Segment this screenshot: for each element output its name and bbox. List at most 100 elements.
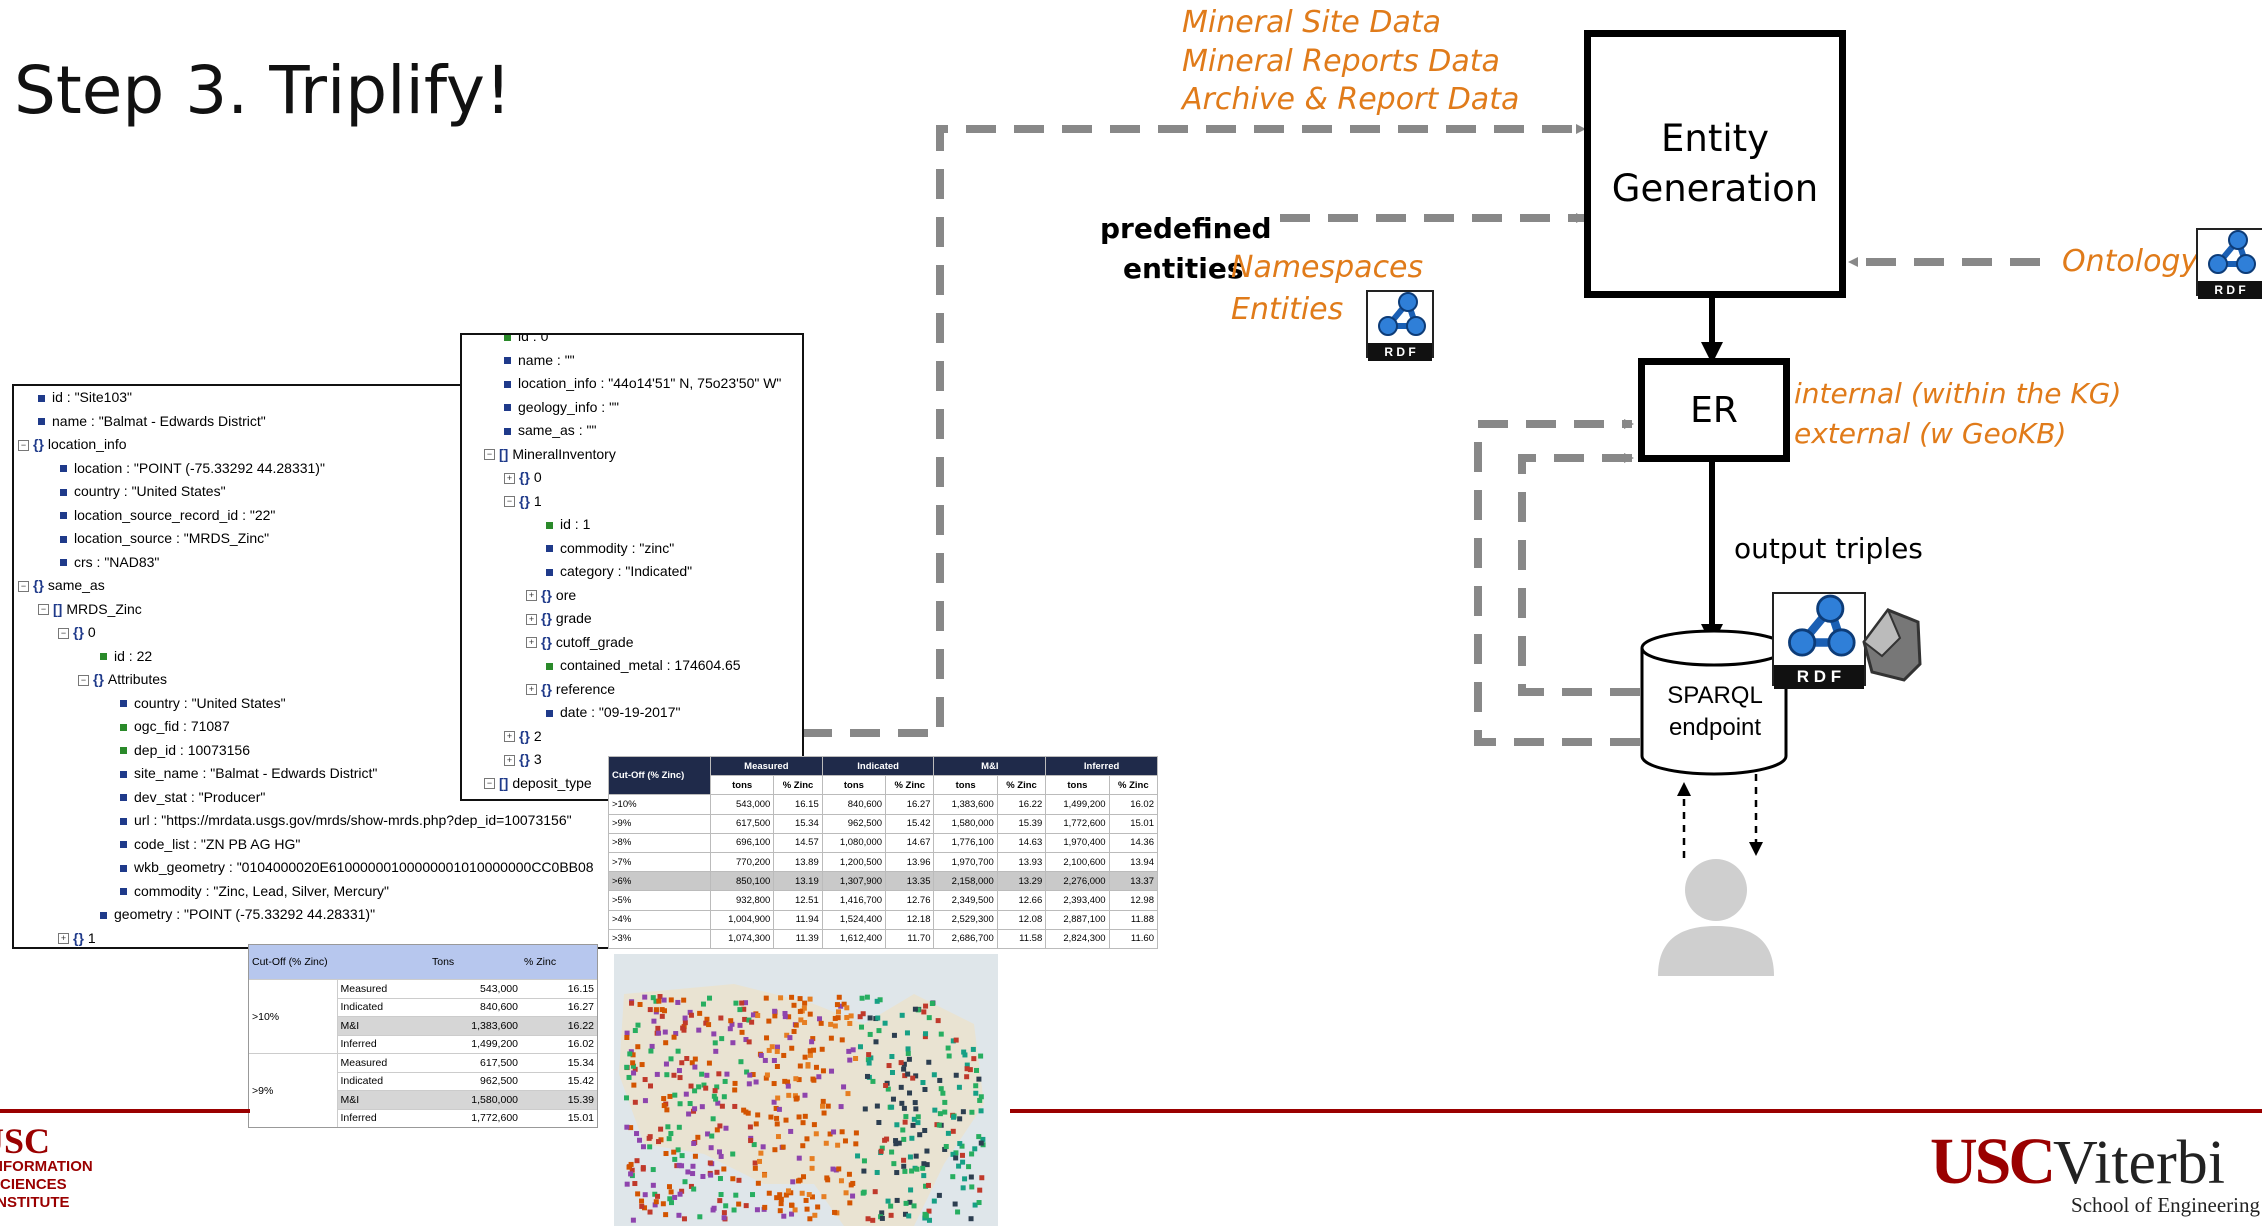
expand-icon[interactable]: + (58, 933, 69, 945)
expand-icon[interactable]: + (504, 754, 515, 766)
site-marker (746, 1039, 752, 1045)
table-cell: 11.39 (773, 928, 823, 949)
site-marker (929, 1001, 935, 1007)
site-marker (707, 1160, 713, 1166)
site-marker (749, 1019, 755, 1025)
site-marker (763, 995, 769, 1001)
site-marker (974, 1067, 980, 1073)
tree-row[interactable]: −[]MineralInventory (466, 443, 802, 467)
site-marker (652, 1191, 658, 1197)
site-marker (812, 1212, 818, 1218)
tree-row[interactable]: −{}0 (18, 621, 612, 645)
collapse-icon[interactable]: − (504, 496, 515, 508)
source-data-arrow (802, 124, 1586, 737)
site-marker (802, 1000, 808, 1006)
site-marker (746, 1017, 752, 1023)
tree-row[interactable]: +{}reference (466, 678, 802, 702)
site-marker (650, 1182, 656, 1188)
site-marker (750, 1192, 756, 1198)
table-cell: 1,772,600 (429, 1109, 521, 1127)
site-marker (654, 1071, 660, 1077)
expand-icon[interactable]: + (504, 731, 515, 743)
tree-row[interactable]: +{}grade (466, 607, 802, 631)
site-marker (962, 1176, 968, 1182)
table-cell: 13.37 (1108, 871, 1159, 892)
collapse-icon[interactable]: − (484, 778, 495, 790)
tree-row[interactable]: +{}1 (18, 927, 612, 948)
expand-icon[interactable]: + (526, 684, 537, 696)
expand-icon[interactable]: + (526, 590, 537, 602)
site-marker (661, 1096, 667, 1102)
tree-row[interactable]: +{}cutoff_grade (466, 631, 802, 655)
site-marker (917, 1132, 923, 1138)
site-marker (860, 1190, 866, 1196)
site-marker (736, 1201, 742, 1207)
site-marker (960, 1109, 966, 1115)
site-marker (838, 1178, 844, 1184)
site-marker (711, 1031, 717, 1037)
site-marker (668, 1131, 674, 1137)
expand-icon[interactable]: + (526, 613, 537, 625)
site-marker (926, 1059, 932, 1065)
site-marker (959, 1152, 965, 1158)
site-marker (713, 1096, 719, 1102)
site-marker (707, 995, 713, 1001)
collapse-icon[interactable]: − (484, 449, 495, 461)
collapse-icon[interactable]: − (18, 580, 29, 592)
site-marker (763, 1075, 769, 1081)
tree-row[interactable]: −{}1 (466, 490, 802, 514)
school-label: School of Engineering (2071, 1193, 2260, 1217)
site-marker (741, 1006, 747, 1012)
table-cell: 2,100,600 (1045, 851, 1110, 873)
site-marker (878, 1148, 884, 1154)
site-marker (802, 1092, 808, 1098)
collapse-icon[interactable]: − (18, 439, 29, 451)
mineral-sites-map[interactable] (614, 954, 998, 1226)
tree-row[interactable]: −[]deposit_type (466, 772, 802, 796)
site-marker (671, 1149, 677, 1155)
site-marker (639, 1198, 645, 1204)
tree-row[interactable]: −{}location_info (18, 433, 612, 457)
tree-row[interactable]: +{}0 (466, 466, 802, 490)
site-marker (635, 1022, 641, 1028)
site-marker (632, 1066, 638, 1072)
site-marker (811, 1122, 817, 1128)
tree-row[interactable]: +{}ore (466, 584, 802, 608)
tree-row[interactable]: −[]MRDS_Zinc (18, 598, 612, 622)
site-marker (764, 1035, 770, 1041)
table-cell: 1,383,600 (933, 794, 998, 815)
site-marker (807, 996, 813, 1002)
database-icon (1862, 608, 1922, 682)
site-marker (853, 1141, 859, 1147)
isi-logo-usc: USC (0, 1121, 51, 1161)
site-marker (628, 1161, 634, 1167)
site-marker (755, 1112, 761, 1118)
tree-row: commodity : "Zinc, Lead, Silver, Mercury… (18, 880, 612, 904)
table-cell: 770,200 (709, 851, 775, 873)
site-marker (762, 1057, 768, 1063)
collapse-icon[interactable]: − (38, 604, 49, 616)
collapse-icon[interactable]: − (78, 674, 89, 686)
table-cell: 11.94 (773, 909, 823, 930)
site-marker (653, 1199, 659, 1205)
site-marker (968, 1216, 974, 1222)
site-marker (902, 1073, 908, 1079)
site-marker (969, 1109, 975, 1115)
site-marker (907, 1199, 913, 1205)
site-marker (728, 1018, 734, 1024)
site-marker (668, 1056, 674, 1062)
collapse-icon[interactable]: − (58, 627, 69, 639)
expand-icon[interactable]: + (526, 637, 537, 649)
tree-row[interactable]: +{}3 (466, 748, 802, 772)
tree-row[interactable]: −{}same_as (18, 574, 612, 598)
expand-icon[interactable]: + (504, 472, 515, 484)
site-marker (945, 1045, 951, 1051)
site-marker (836, 1166, 842, 1172)
site-marker (650, 995, 656, 1001)
tree-row[interactable]: +{}2 (466, 725, 802, 749)
tree-row[interactable]: −{}Attributes (18, 668, 612, 692)
table-cell: 1,004,900 (709, 909, 775, 930)
